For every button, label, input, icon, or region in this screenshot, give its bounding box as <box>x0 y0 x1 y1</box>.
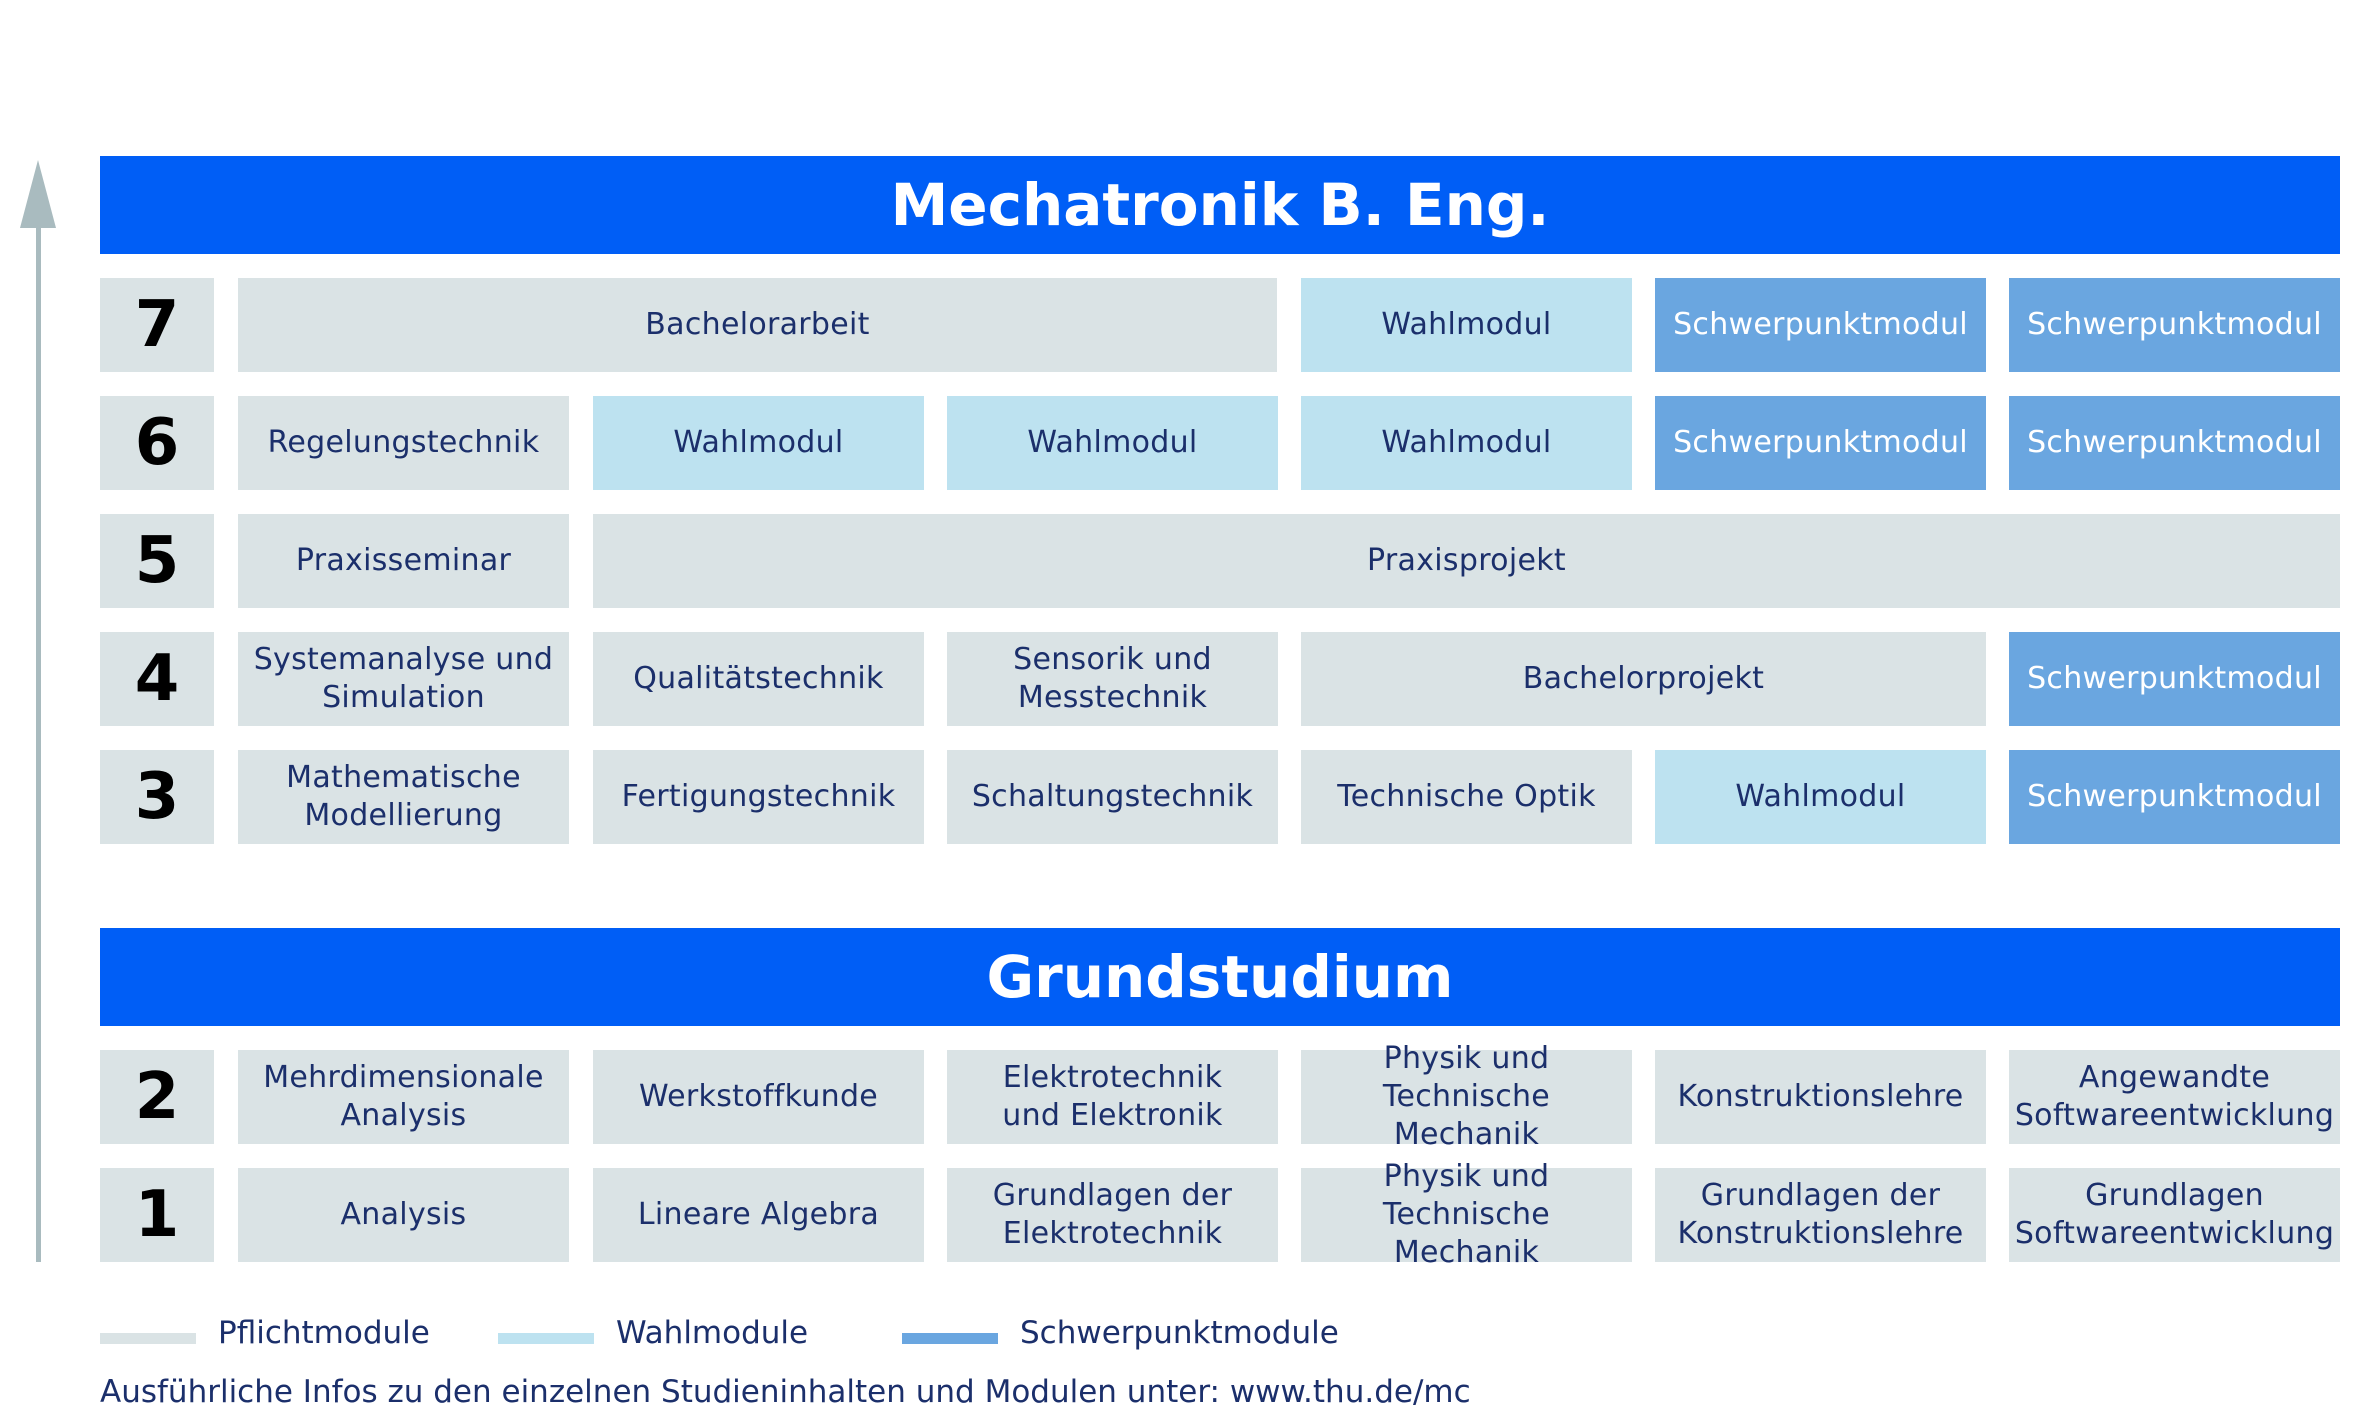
footer-note: Ausführliche Infos zu den einzelnen Stud… <box>100 1374 1471 1410</box>
semester-label: 6 <box>100 396 214 490</box>
module-schwerpunkt: Schwerpunktmodul <box>2009 278 2340 372</box>
semester-label: 5 <box>100 514 214 608</box>
module-pflicht: Regelungstechnik <box>238 396 569 490</box>
module-schwerpunkt: Schwerpunktmodul <box>1655 278 1986 372</box>
semester-label: 7 <box>100 278 214 372</box>
basic-studies-title: Grundstudium <box>986 943 1454 1011</box>
module-schwerpunkt: Schwerpunktmodul <box>2009 396 2340 490</box>
module-schwerpunkt: Schwerpunktmodul <box>1655 396 1986 490</box>
module-pflicht: Praxisprojekt <box>593 514 2340 608</box>
module-pflicht: Werkstoffkunde <box>593 1050 924 1144</box>
module-pflicht: Konstruktionslehre <box>1655 1050 1986 1144</box>
semester-label: 4 <box>100 632 214 726</box>
semester-label: 1 <box>100 1168 214 1262</box>
module-pflicht: Lineare Algebra <box>593 1168 924 1262</box>
module-pflicht: Praxisseminar <box>238 514 569 608</box>
module-pflicht: Systemanalyse und Simulation <box>238 632 569 726</box>
main-title-banner: Mechatronik B. Eng. <box>100 156 2340 254</box>
module-pflicht: Technische Optik <box>1301 750 1632 844</box>
module-pflicht: Sensorik und Messtechnik <box>947 632 1278 726</box>
module-pflicht: Bachelorarbeit <box>238 278 1277 372</box>
module-pflicht: Fertigungstechnik <box>593 750 924 844</box>
semester-label: 3 <box>100 750 214 844</box>
module-pflicht: Qualitätstechnik <box>593 632 924 726</box>
module-pflicht: Physik und Technische Mechanik <box>1301 1041 1632 1152</box>
legend-label-pflicht: Pflichtmodule <box>218 1315 430 1351</box>
module-pflicht: Grundlagen der Konstruktionslehre <box>1655 1168 1986 1262</box>
legend-label-schwerpunkt: Schwerpunktmodule <box>1020 1315 1339 1351</box>
module-wahl: Wahlmodul <box>1655 750 1986 844</box>
module-schwerpunkt: Schwerpunktmodul <box>2009 632 2340 726</box>
module-pflicht: Grundlagen der Elektrotechnik <box>947 1168 1278 1262</box>
module-pflicht: Grundlagen Softwareentwicklung <box>2009 1168 2340 1262</box>
module-pflicht: Elektrotechnik und Elektronik <box>947 1050 1278 1144</box>
module-pflicht: Mehrdimensionale Analysis <box>238 1050 569 1144</box>
module-pflicht: Schaltungstechnik <box>947 750 1278 844</box>
progress-arrow-line <box>36 220 41 1262</box>
arrow-up-icon <box>20 160 56 228</box>
legend-label-wahl: Wahlmodule <box>616 1315 809 1351</box>
legend-swatch-wahl <box>498 1333 594 1344</box>
main-title: Mechatronik B. Eng. <box>890 171 1550 239</box>
module-pflicht: Physik und Technische Mechanik <box>1301 1159 1632 1270</box>
module-pflicht: Analysis <box>238 1168 569 1262</box>
module-pflicht: Angewandte Softwareentwicklung <box>2009 1050 2340 1144</box>
module-wahl: Wahlmodul <box>593 396 924 490</box>
basic-studies-banner: Grundstudium <box>100 928 2340 1026</box>
semester-label: 2 <box>100 1050 214 1144</box>
module-wahl: Wahlmodul <box>947 396 1278 490</box>
module-wahl: Wahlmodul <box>1301 396 1632 490</box>
legend-swatch-schwerpunkt <box>902 1333 998 1344</box>
module-wahl: Wahlmodul <box>1301 278 1632 372</box>
module-schwerpunkt: Schwerpunktmodul <box>2009 750 2340 844</box>
legend-swatch-pflicht <box>100 1333 196 1344</box>
module-pflicht: Mathematische Modellierung <box>238 750 569 844</box>
module-pflicht: Bachelorprojekt <box>1301 632 1986 726</box>
